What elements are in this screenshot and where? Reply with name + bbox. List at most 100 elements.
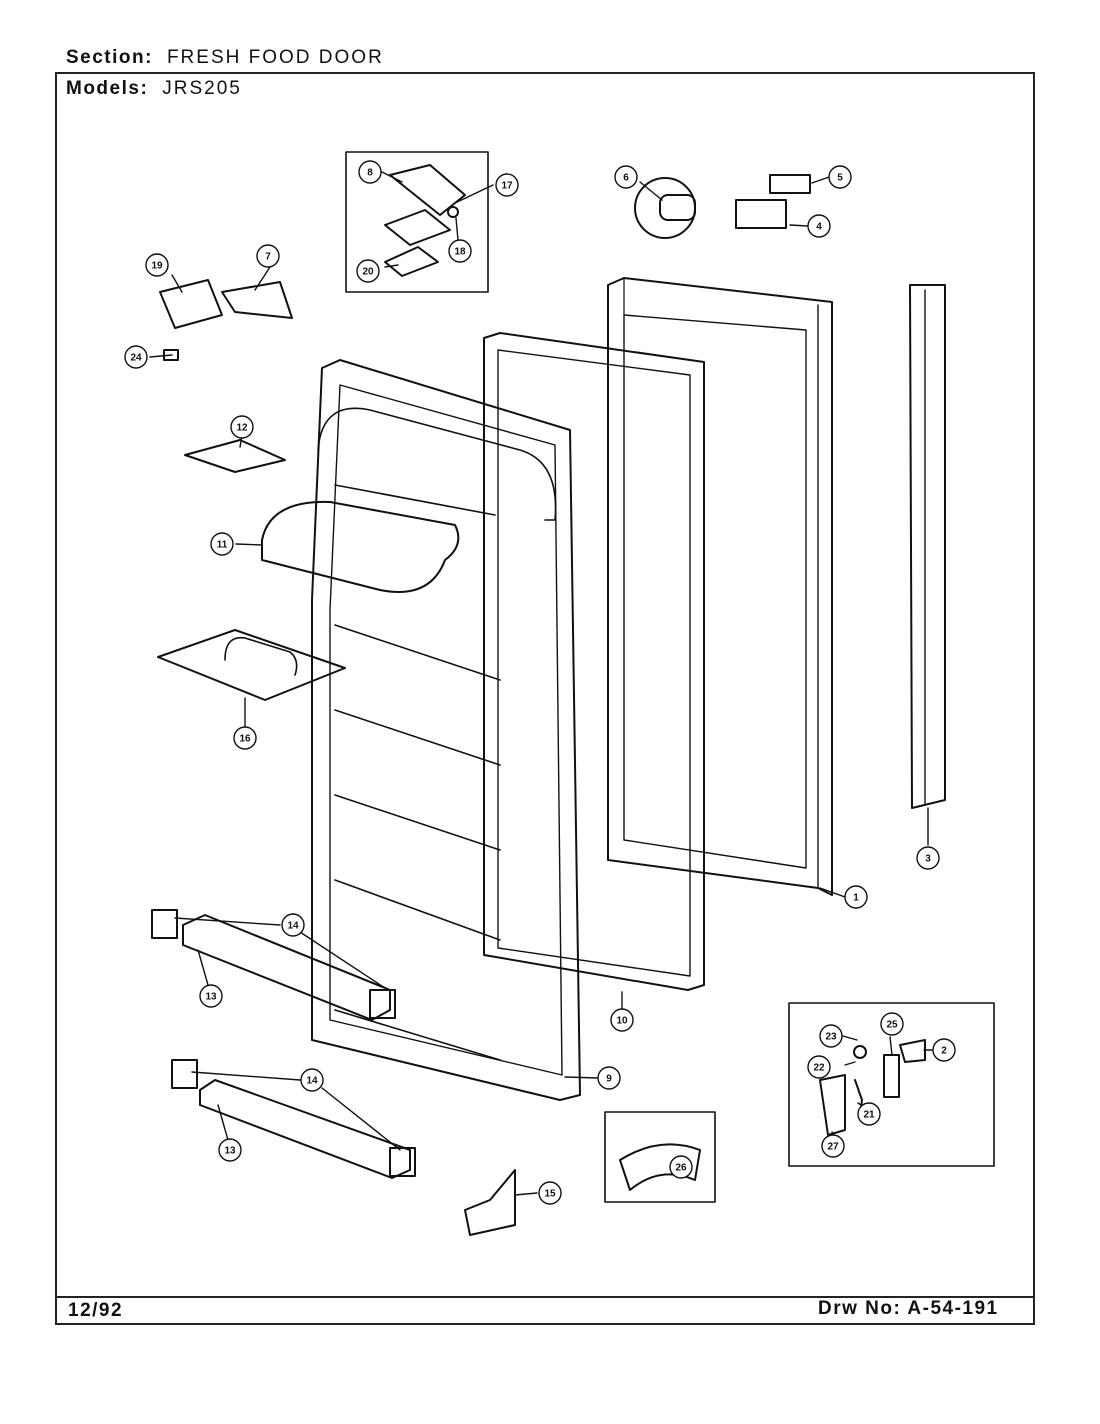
callout-circle [932, 1038, 956, 1062]
callout-number: 21 [863, 1110, 875, 1121]
callout-7: 7 [256, 244, 280, 268]
callout-circle [199, 984, 223, 1008]
callout-number: 14 [287, 921, 299, 932]
callout-24: 24 [124, 345, 148, 369]
callout-18: 18 [448, 239, 472, 263]
callout-22: 22 [807, 1055, 831, 1079]
door-gasket [483, 332, 705, 991]
callout-circle [230, 415, 254, 439]
hinge-cover [221, 281, 293, 319]
callout-circle [281, 913, 305, 937]
handle-spacer [883, 1054, 900, 1098]
callout-circle [448, 239, 472, 263]
section-value: FRESH FOOD DOOR [166, 47, 384, 68]
callout-circle [614, 165, 638, 189]
drawing-number-block: Drw No: A-54-191 [818, 1298, 999, 1320]
handle-washer [853, 1045, 867, 1059]
callout-1: 1 [844, 885, 868, 909]
callout-number: 14 [306, 1076, 318, 1087]
callout-4: 4 [807, 214, 831, 238]
callout-circle [538, 1181, 562, 1205]
rail-end-cap [369, 989, 396, 1019]
callout-number: 19 [151, 261, 163, 272]
drawing-label: Drw No: [818, 1298, 902, 1319]
callout-5: 5 [828, 165, 852, 189]
door-outer-panel [607, 277, 833, 896]
models-heading: Models:JRS205 [66, 78, 242, 100]
callout-circle [145, 253, 169, 277]
callout-2: 2 [932, 1038, 956, 1062]
callout-number: 18 [454, 247, 466, 258]
dairy-door [261, 500, 460, 593]
callout-circle [610, 1008, 634, 1032]
callout-circle [218, 1138, 242, 1162]
hinge-pin-gasket [735, 199, 787, 229]
callout-circle [495, 173, 519, 197]
handle-parts-inset [788, 1002, 995, 1167]
callout-circle [358, 160, 382, 184]
rail-end-cap [151, 909, 178, 939]
callout-17: 17 [495, 173, 519, 197]
footer-date: 12/92 [68, 1300, 124, 1321]
hinge-pin-assembly [634, 177, 696, 239]
callout-number: 20 [362, 267, 374, 278]
door-inner-liner [311, 359, 581, 1101]
hinge-washer [447, 206, 459, 218]
egg-tray [157, 629, 346, 701]
callout-number: 11 [217, 540, 228, 551]
callout-number: 8 [367, 168, 373, 179]
callout-number: 6 [623, 173, 629, 184]
callout-number: 25 [886, 1020, 898, 1031]
callout-number: 17 [501, 181, 513, 192]
callout-26: 26 [669, 1155, 693, 1179]
callout-25: 25 [880, 1012, 904, 1036]
callout-13: 13 [199, 984, 223, 1008]
callout-number: 12 [236, 423, 248, 434]
callout-6: 6 [614, 165, 638, 189]
callout-number: 16 [239, 734, 251, 745]
callout-circle [916, 846, 940, 870]
callout-circle [857, 1102, 881, 1126]
callout-circle [669, 1155, 693, 1179]
callout-16: 16 [233, 726, 257, 750]
section-label: Section: [66, 47, 153, 68]
callout-20: 20 [356, 259, 380, 283]
callout-number: 15 [544, 1189, 556, 1200]
callout-circle [807, 214, 831, 238]
hinge-bracket [159, 279, 223, 329]
hinge-plate [384, 209, 451, 246]
models-label: Models: [66, 78, 149, 99]
drawing-frame [55, 72, 1035, 1325]
rail-end-cap [389, 1147, 416, 1177]
section-heading: Section: FRESH FOOD DOOR [66, 47, 384, 69]
callout-number: 24 [130, 353, 142, 364]
callout-8: 8 [358, 160, 382, 184]
callout-number: 3 [925, 854, 931, 865]
callout-number: 27 [827, 1142, 839, 1153]
callout-3: 3 [916, 846, 940, 870]
callout-circle [597, 1066, 621, 1090]
callout-circle [233, 726, 257, 750]
callout-number: 4 [816, 222, 822, 233]
callout-circle [819, 1024, 843, 1048]
callout-27: 27 [821, 1134, 845, 1158]
drawing-number: A-54-191 [907, 1298, 999, 1319]
shelf-retainer [464, 1169, 516, 1236]
callout-11: 11 [210, 532, 234, 556]
callout-circle [880, 1012, 904, 1036]
handle-mount [819, 1074, 846, 1136]
trim-clip [619, 1143, 701, 1191]
top-hinge-cover [389, 164, 466, 216]
dairy-shelf [184, 439, 286, 473]
rail-end-cap [171, 1059, 198, 1089]
callout-number: 13 [205, 992, 217, 1003]
callout-number: 7 [265, 252, 271, 263]
callout-number: 26 [675, 1163, 687, 1174]
callout-circle [807, 1055, 831, 1079]
callout-circle [256, 244, 280, 268]
callout-10: 10 [610, 1008, 634, 1032]
callout-number: 5 [837, 173, 843, 184]
callout-number: 2 [941, 1046, 947, 1057]
callout-circle [821, 1134, 845, 1158]
callout-circle [844, 885, 868, 909]
